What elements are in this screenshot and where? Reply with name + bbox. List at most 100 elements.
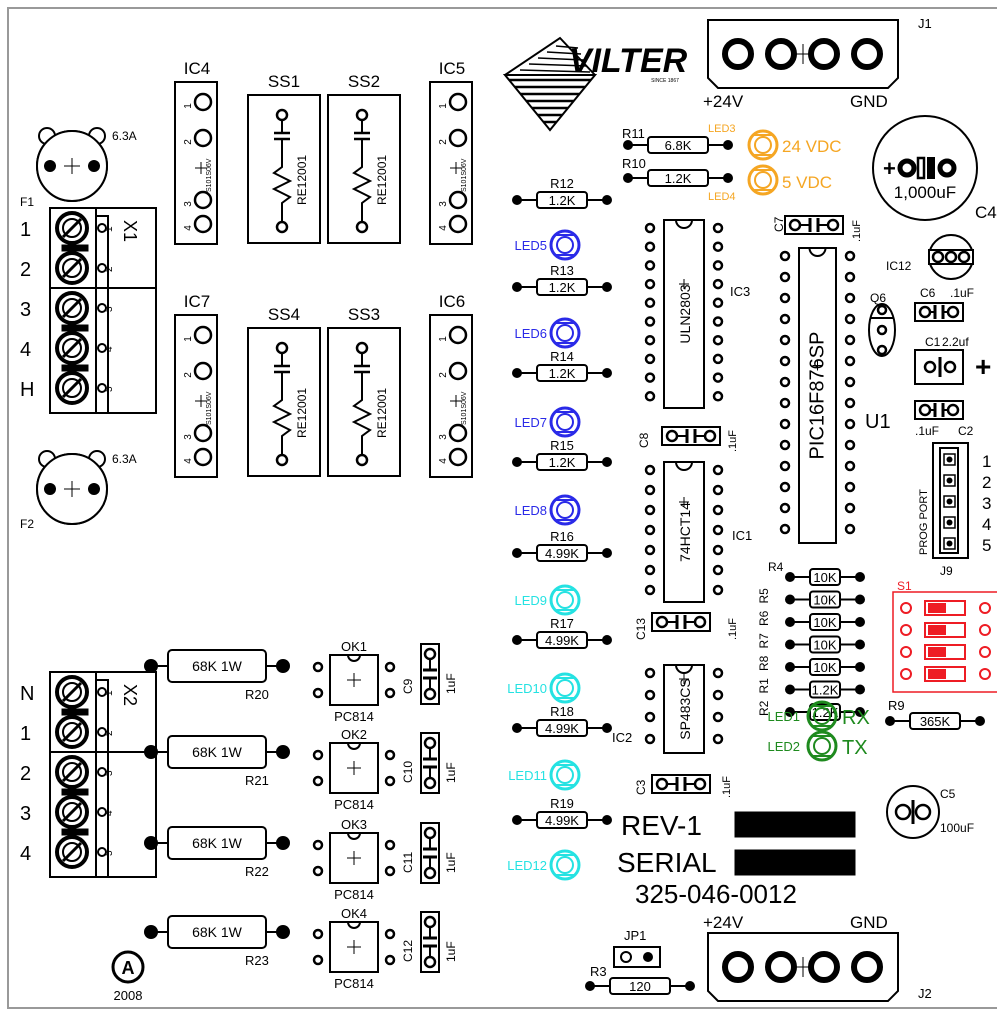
snubber-part: RE12001 <box>375 388 389 438</box>
terminal-pin-number: 3 <box>104 306 115 312</box>
resistor-ref: R10 <box>622 156 646 171</box>
led-inner <box>556 413 574 431</box>
header-ref: J9 <box>940 564 953 578</box>
fuse-pad <box>44 483 56 495</box>
lead-pad <box>785 662 795 672</box>
logo-since: SINCE 1867 <box>651 78 679 84</box>
pad <box>946 403 960 417</box>
connector-pin <box>808 951 840 983</box>
lead-pad <box>785 639 795 650</box>
led-led5: LED5 <box>514 229 581 261</box>
ic-pin <box>712 278 724 290</box>
lead-pad <box>602 815 612 825</box>
regulator-ic12: IC12 <box>886 234 974 280</box>
relay-pin-number: 4 <box>438 225 449 231</box>
logo-name: VILTER <box>569 42 688 80</box>
opto-pin <box>312 839 324 851</box>
resistor-value: 68K 1W <box>192 835 243 851</box>
led-inner <box>754 136 772 154</box>
led-ring <box>806 700 838 732</box>
pad <box>918 305 932 319</box>
fuse-rating: 6.3A <box>112 129 137 143</box>
resistor-value: 4.99K <box>545 633 579 648</box>
terminal-pin-number: 1 <box>104 690 115 696</box>
relay-pin-number: 2 <box>183 139 194 145</box>
pad <box>826 218 840 232</box>
resistor-body <box>167 915 267 949</box>
opto-pin <box>312 865 324 877</box>
ic-notch <box>675 461 693 471</box>
lead-pad <box>855 662 865 672</box>
ic-pin <box>779 418 791 430</box>
pad <box>876 344 888 356</box>
relay-part: S101S06V <box>461 391 468 425</box>
lead-pad <box>785 684 795 695</box>
connector-pin <box>722 38 754 70</box>
resistor-value: 10K <box>813 593 836 608</box>
opto-notch <box>347 921 361 929</box>
switch-actuator <box>928 603 946 613</box>
relay-pin <box>448 361 468 381</box>
led-led7: LED7 <box>514 406 581 438</box>
lead-pad <box>855 617 865 627</box>
ic-notch <box>675 664 693 674</box>
pad <box>275 108 289 122</box>
terminal-pin-number: 4 <box>104 346 115 352</box>
terminal-pin <box>97 343 107 353</box>
cap-ref: C7 <box>772 216 786 232</box>
ic-pin <box>844 250 856 262</box>
snubber-ref: SS4 <box>268 305 300 324</box>
led-ref: LED10 <box>507 681 547 696</box>
terminal-pin-number: 1 <box>104 226 115 232</box>
opto-part: PC814 <box>334 709 374 724</box>
ic-pin <box>644 733 656 745</box>
ic-pin <box>644 484 656 496</box>
ic-notch <box>808 247 827 257</box>
resistor-value: 1.2K <box>812 683 839 698</box>
led-inner <box>556 766 574 784</box>
ic-pin <box>844 376 856 388</box>
ic-pin <box>779 481 791 493</box>
lead-pad <box>685 981 695 991</box>
terminal-pin-number: 3 <box>104 770 115 776</box>
jumper-ref: JP1 <box>624 928 646 943</box>
led-text: 24 VDC <box>782 137 842 156</box>
resistor-value: 6.8K <box>665 138 692 153</box>
opto-part: PC814 <box>334 976 374 991</box>
resistor-value: 120 <box>629 979 651 994</box>
lead-pad <box>144 925 158 939</box>
lead-pad <box>855 684 865 695</box>
led-inner <box>556 324 574 342</box>
led-ring <box>549 229 581 261</box>
lead-pad <box>855 572 865 582</box>
connector-ref: J2 <box>918 986 932 1001</box>
logo-stripe <box>519 69 591 73</box>
ic-pin <box>644 334 656 346</box>
cap-ref: C1 <box>925 335 941 349</box>
resistor-ref: R11 <box>622 126 645 141</box>
resistor-value: 1.2K <box>549 193 576 208</box>
relay-pin <box>448 214 468 234</box>
resistor-body <box>536 631 588 649</box>
lead-pad <box>585 981 595 991</box>
relay-body <box>174 81 218 245</box>
resistor-value: 10K <box>813 570 836 585</box>
switch-pin <box>900 646 912 658</box>
ic-notch <box>675 219 693 229</box>
pad <box>788 218 802 232</box>
